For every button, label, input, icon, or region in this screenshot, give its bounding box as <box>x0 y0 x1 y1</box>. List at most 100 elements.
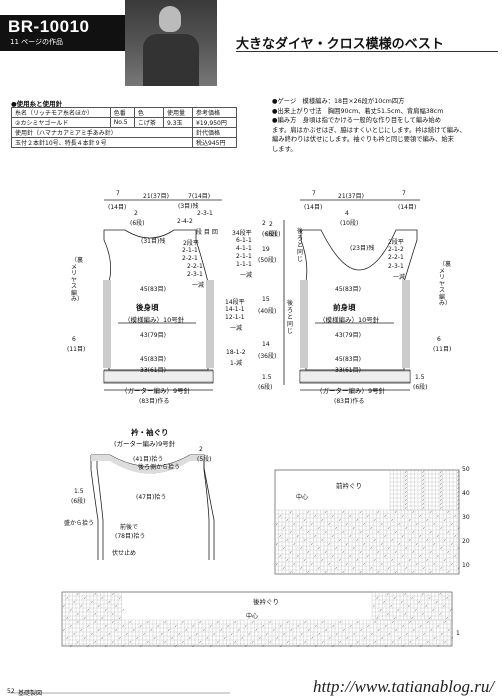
collar-start-note: 盛から拾う <box>64 520 95 527</box>
collar-front-pickup: (47目)拾う <box>136 494 167 501</box>
front-neck-rows: (10段) <box>340 220 359 227</box>
page-number: 52 <box>7 688 15 695</box>
front-right-dim: (11目) <box>433 346 452 353</box>
back-side-line2: 18-1-2 <box>226 349 246 356</box>
back-shoulder-rows: (6段) <box>130 220 145 227</box>
front-armhole-line: 2-3-1 <box>388 263 404 270</box>
back-vert: (36段) <box>258 353 277 360</box>
chart-symbols <box>404 470 460 510</box>
back-side-line2: 1-減 <box>230 360 242 367</box>
front-body-outline <box>300 229 418 371</box>
front-armhole-line: 2-2-1 <box>388 254 404 261</box>
chart-grid <box>61 591 122 621</box>
back-shoulder-remain: (3目)残 <box>178 203 199 210</box>
back-vert: 19 <box>262 246 270 253</box>
method-line: ます。肩はかぶせはぎ、脇はすくいとじにします。衿は続けて編み、 <box>272 126 466 134</box>
row-number: 40 <box>462 490 470 497</box>
back-neck-line: 6-1-1 <box>236 237 252 244</box>
collar-neck-note: 後ろ側から拾う <box>138 464 181 471</box>
front-vert: 2 <box>269 221 273 228</box>
row-number: 1 <box>456 630 460 637</box>
title-rule <box>236 51 498 52</box>
gauge-text: ●ゲージ 模様編み：18目×26段が10cm四方 <box>272 98 405 105</box>
collar-heading: 衿・袖ぐり <box>131 428 169 437</box>
front-garter-band <box>299 370 411 383</box>
front-neck-chart-title: 前衿ぐり <box>336 482 362 490</box>
back-width: 33(61目) <box>140 367 166 374</box>
back-left-dim: 6 <box>72 336 76 343</box>
back-side-line: 一減 <box>230 325 243 332</box>
front-mid-label: 後ろと同じ <box>287 300 294 335</box>
chart-symbols <box>275 510 460 574</box>
page-label: 基礎製図 <box>18 690 43 697</box>
collar-subheading: (ガーター編み)9号針 <box>114 440 176 448</box>
back-armhole-line: 2-2-1 <box>182 255 198 262</box>
collar-arm-note: 前後で <box>120 524 139 531</box>
row-number: 30 <box>462 514 470 521</box>
table-row: 玉付２本針10号、特長４本針９号 税込945円 <box>10 137 237 148</box>
back-dim-left-stitches: (14目) <box>108 204 127 211</box>
chart-symbols <box>62 620 454 648</box>
back-armhole-line: 一減 <box>192 282 205 289</box>
collar-band <box>91 455 204 474</box>
back-vert: 1.5 <box>262 374 272 381</box>
back-neck-chart-grid <box>61 591 453 647</box>
front-width: 43(79目) <box>335 332 361 339</box>
front-vert: (6段) <box>266 231 281 238</box>
back-neck-line: 4-1-1 <box>236 245 252 252</box>
back-dim-right: 7(14目) <box>188 193 211 200</box>
back-vert: (40段) <box>258 308 277 315</box>
collar-arm-pickup: (78目)拾う <box>115 533 146 540</box>
front-side-label: （裏メリヤス編み） <box>439 261 452 307</box>
front-bottom-vert: 1.5 <box>415 374 425 381</box>
back-body-label: 後身頃 <box>136 303 159 312</box>
model-photo <box>125 0 217 86</box>
back-vert: (50段) <box>258 257 277 264</box>
pattern-code: BR-10010 <box>8 17 90 36</box>
collar-left-dim: 1.5 <box>74 488 84 495</box>
collar-left-dim: (6段) <box>71 498 86 505</box>
front-shoulder-label: 後ろと同じ <box>297 228 304 263</box>
back-armhole-line: 2-2-1 <box>187 263 203 270</box>
row-number: 10 <box>462 562 470 569</box>
back-side-line: 14段平 <box>225 299 245 306</box>
back-width: 45(83目) <box>140 356 166 363</box>
back-armhole-line: 2段平 <box>183 240 199 247</box>
chart-symbols <box>372 592 452 620</box>
collar-end-note: 伏せ止め <box>112 550 137 557</box>
front-chart-center: 中心 <box>296 494 309 501</box>
front-right-band <box>402 280 410 368</box>
back-body-outline <box>103 229 209 371</box>
front-dim-center: 21(37目) <box>338 193 364 200</box>
method-line: 編み終わりは伏せにします。袖ぐりも衿と同じ要領で編み、始末 <box>272 136 454 143</box>
back-shoulder-rows: 2 <box>134 210 138 217</box>
back-garter-label: （ガーター編み）9号針 <box>121 387 191 395</box>
back-neck-line: 一減 <box>240 272 253 279</box>
back-armhole-line: 2-1-1 <box>182 247 198 254</box>
back-vert: 14 <box>262 341 270 348</box>
front-right-dim: 6 <box>437 336 441 343</box>
back-neck-remain: (31目)残 <box>141 238 166 245</box>
front-armhole-line: 2段平 <box>388 239 404 246</box>
instructions: ●ゲージ 模様編み：18目×26段が10cm四方 ●出来上がり寸法 胸囲90cm… <box>272 97 498 154</box>
back-side-label: （裏メリヤス編み） <box>71 257 84 303</box>
back-shoulder-key: 段 目 回 <box>196 229 218 236</box>
pattern-subtitle: 11 ページの作品 <box>10 38 63 46</box>
back-armhole-line: 2-3-1 <box>187 271 203 278</box>
front-left-band <box>300 280 308 368</box>
chart-grid <box>389 469 459 511</box>
back-cast-on: (83目)作る <box>139 398 170 405</box>
chart-symbols <box>62 592 125 620</box>
table-row: ②カシミヤゴールド No.5 こげ茶 9.3玉 ¥19,950円 <box>11 117 237 128</box>
materials-heading: ●使用糸と使用針 <box>11 100 63 108</box>
back-vert: (6段) <box>258 384 273 391</box>
back-width: 45(83目) <box>140 286 166 293</box>
back-width: 43(79目) <box>140 332 166 339</box>
back-neck-line: 1-1-1 <box>236 261 252 268</box>
front-cast-on: (83目)作る <box>334 398 365 405</box>
front-armhole-line: 一減 <box>393 274 406 281</box>
back-chart-center: 中心 <box>246 613 259 620</box>
front-width: 45(83目) <box>335 356 361 363</box>
table-cell: 税込945円 <box>192 137 237 148</box>
